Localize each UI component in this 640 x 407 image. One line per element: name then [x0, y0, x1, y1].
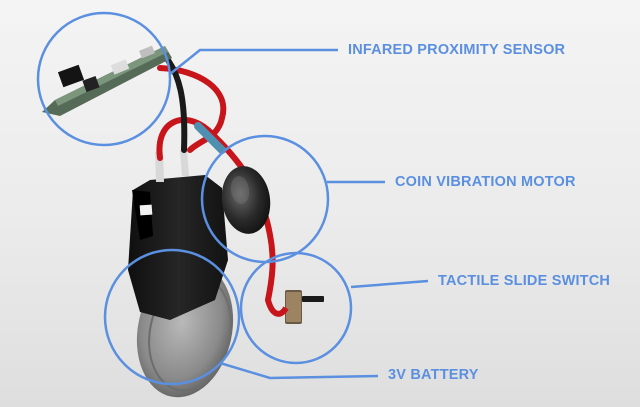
callout-circle-sensor	[36, 11, 172, 147]
label-tactile-slide-switch: TACTILE SLIDE SWITCH	[438, 273, 611, 289]
battery-holder-slot	[139, 204, 153, 216]
vibration-motor-highlight	[230, 176, 250, 204]
label-3v-battery: 3V BATTERY	[388, 367, 479, 383]
label-infrared-proximity-sensor: INFARED PROXIMITY SENSOR	[348, 42, 566, 58]
slide-switch-face	[286, 292, 301, 322]
red-wire-sensor-loop	[157, 65, 227, 153]
label-coin-vibration-motor: COIN VIBRATION MOTOR	[395, 174, 576, 190]
ir-sensor-pin	[139, 45, 155, 59]
resistor	[194, 122, 226, 154]
callout-circle-switch	[239, 251, 353, 365]
leader-line-sensor	[169, 48, 338, 75]
slide-switch-knob	[302, 296, 324, 302]
leader-line-switch	[350, 279, 429, 289]
battery-holder-pin-right	[180, 150, 189, 176]
ir-sensor-receiver	[82, 75, 100, 93]
callout-overlay	[36, 11, 429, 386]
leader-line-battery	[219, 361, 379, 380]
vibration-motor-body	[221, 166, 271, 234]
ir-sensor-chip	[110, 59, 130, 75]
black-wire	[165, 57, 188, 153]
ir-sensor-emitter	[57, 64, 85, 88]
callout-circle-battery	[103, 248, 241, 386]
ir-sensor-pcb-top	[55, 46, 168, 106]
slide-switch-lead	[265, 299, 289, 317]
